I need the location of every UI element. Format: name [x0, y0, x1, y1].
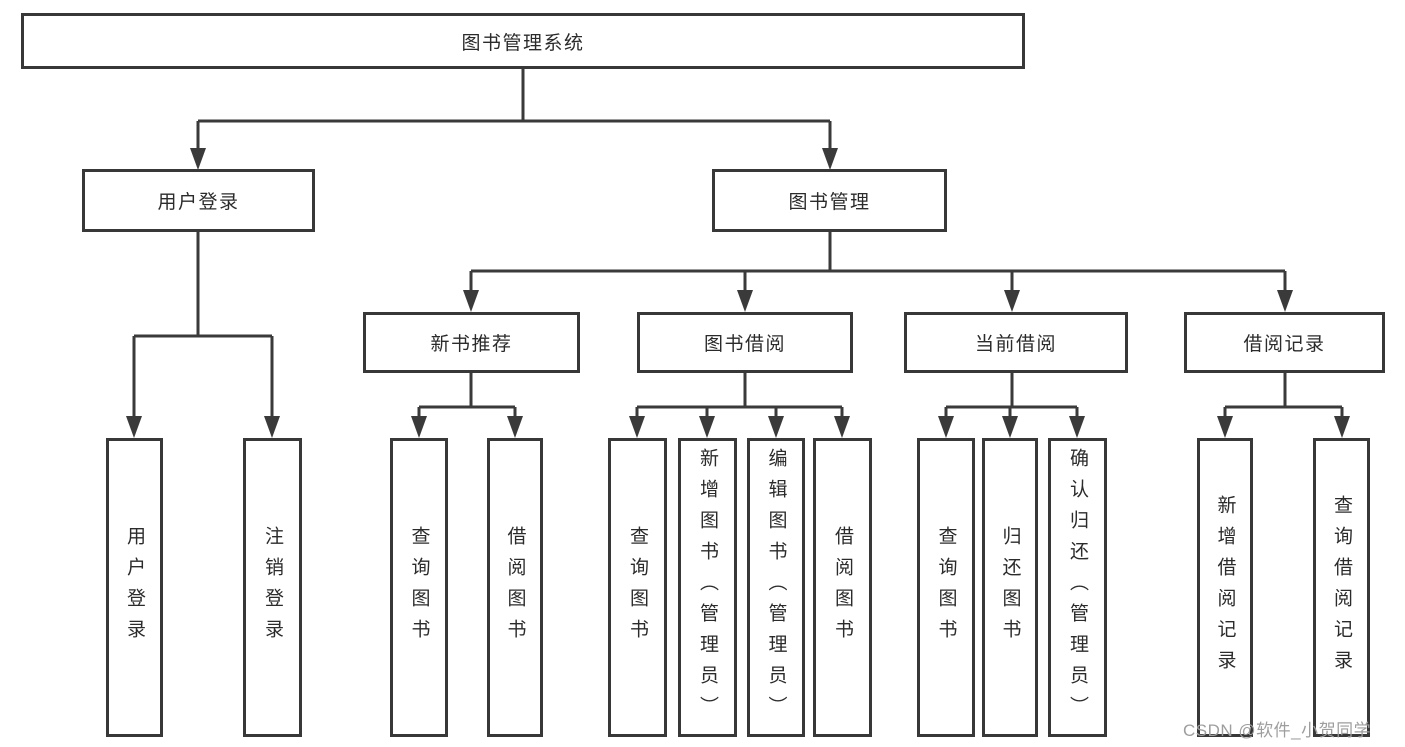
arrowhead-icon [737, 290, 753, 312]
node-current-borrow: 当前借阅 [904, 312, 1128, 373]
connector-line [469, 232, 1287, 290]
arrowhead-icon [411, 416, 427, 438]
arrowhead-icon [1002, 416, 1018, 438]
node-book-borrow: 图书借阅 [637, 312, 853, 373]
arrowhead-icon [834, 416, 850, 438]
connector-line [196, 69, 832, 148]
node-leaf-add-book: 新增图书（管理员） [678, 438, 737, 737]
node-leaf-edit-book: 编辑图书（管理员） [747, 438, 805, 737]
connector-line [1223, 373, 1344, 416]
arrowhead-icon [699, 416, 715, 438]
node-leaf-query-book-current: 查询图书 [917, 438, 975, 737]
node-borrow-records: 借阅记录 [1184, 312, 1385, 373]
node-leaf-confirm-return: 确认归还（管理员） [1048, 438, 1107, 737]
connector-line [417, 373, 517, 416]
connector-new-book-rec-to-leaves [411, 373, 523, 438]
arrowhead-icon [768, 416, 784, 438]
node-leaf-query-book-rec: 查询图书 [390, 438, 448, 737]
node-new-book-rec: 新书推荐 [363, 312, 580, 373]
connector-root-to-level2 [190, 69, 838, 170]
node-leaf-borrow-book-rec: 借阅图书 [487, 438, 543, 737]
arrowhead-icon [1334, 416, 1350, 438]
connector-book-borrow-to-leaves [629, 373, 850, 438]
arrowhead-icon [1004, 290, 1020, 312]
connector-line [132, 232, 274, 416]
connector-current-borrow-to-leaves [938, 373, 1085, 438]
arrowhead-icon [190, 148, 206, 170]
arrowhead-icon [264, 416, 280, 438]
arrowhead-icon [1069, 416, 1085, 438]
arrowhead-icon [629, 416, 645, 438]
node-leaf-query-book-borrow: 查询图书 [608, 438, 667, 737]
connector-line [635, 373, 844, 416]
connector-line [944, 373, 1079, 416]
arrowhead-icon [822, 148, 838, 170]
connector-user-login-to-leaves [126, 232, 280, 438]
node-user-login: 用户登录 [82, 169, 315, 232]
node-leaf-user-login: 用户登录 [106, 438, 163, 737]
node-leaf-return-book: 归还图书 [982, 438, 1038, 737]
node-leaf-add-record: 新增借阅记录 [1197, 438, 1253, 737]
connector-book-mgmt-to-level3 [463, 232, 1293, 312]
arrowhead-icon [507, 416, 523, 438]
watermark: CSDN @软件_小贺同学 [1183, 721, 1372, 740]
node-leaf-query-record: 查询借阅记录 [1313, 438, 1370, 737]
connector-borrow-records-to-leaves [1217, 373, 1350, 438]
node-root: 图书管理系统 [21, 13, 1025, 69]
node-leaf-logout: 注销登录 [243, 438, 302, 737]
arrowhead-icon [1277, 290, 1293, 312]
arrowhead-icon [463, 290, 479, 312]
arrowhead-icon [126, 416, 142, 438]
arrowhead-icon [1217, 416, 1233, 438]
arrowhead-icon [938, 416, 954, 438]
node-book-mgmt: 图书管理 [712, 169, 947, 232]
node-leaf-borrow-book-borrow: 借阅图书 [813, 438, 872, 737]
